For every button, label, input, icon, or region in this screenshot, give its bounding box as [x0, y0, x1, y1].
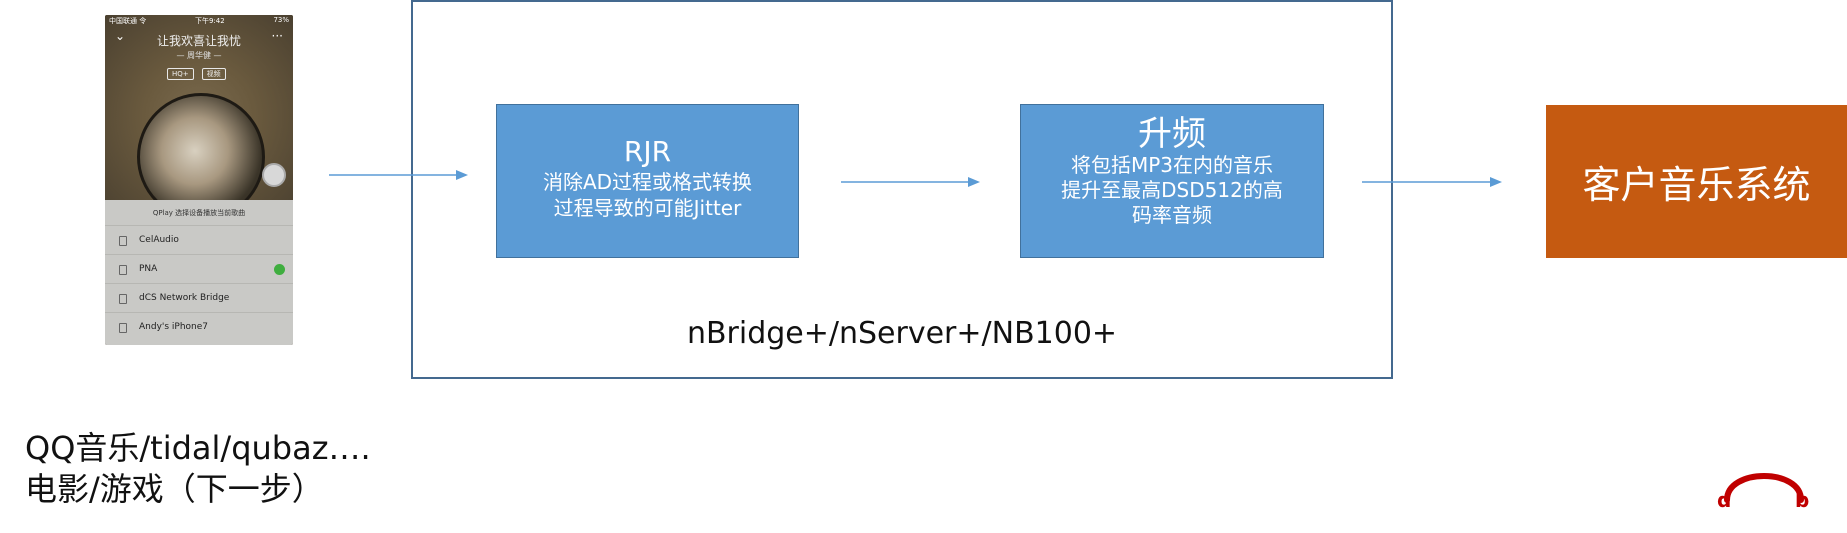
device-sheet-title: QPlay 选择设备播放当前歌曲	[152, 209, 246, 217]
upsample-title: 升频	[1138, 114, 1206, 154]
arrow-right-icon	[841, 177, 980, 187]
status-carrier: 中国联通 令	[109, 17, 147, 25]
video-badge: 视频	[201, 68, 226, 80]
upsample-desc-line2: 提升至最高DSD512的高	[1061, 178, 1283, 202]
phone-status-bar: 中国联通 令 下午9:42 73%	[109, 16, 289, 26]
song-title: 让我欢喜让我忧	[156, 34, 241, 48]
status-time: 下午9:42	[194, 17, 225, 25]
device-label: dCS Network Bridge	[139, 293, 230, 303]
selected-indicator-icon	[274, 264, 285, 275]
source-caption-line1: QQ音乐/tidal/qubaz….	[25, 429, 371, 467]
device-label: PNA	[139, 264, 158, 274]
device-row: dCS Network Bridge	[105, 283, 293, 311]
device-icon	[119, 236, 127, 246]
rjr-title: RJR	[623, 135, 672, 168]
chevron-down-icon: ⌄	[115, 29, 126, 43]
device-frame-label: nBridge+/nServer+/NB100+	[686, 316, 1118, 351]
device-row: Andy's iPhone7	[105, 312, 293, 340]
device-icon	[119, 294, 127, 304]
upsample-box: 升频 将包括MP3在内的音乐 提升至最高DSD512的高 码率音频	[1020, 104, 1324, 258]
quality-badge: HQ+	[167, 68, 194, 80]
device-row: CelAudio	[105, 225, 293, 253]
upsample-desc-line3: 码率音频	[1132, 203, 1212, 227]
source-caption-line2: 电影/游戏（下一步）	[25, 470, 324, 508]
album-disc	[137, 93, 265, 221]
device-label: Andy's iPhone7	[139, 322, 209, 332]
device-label: CelAudio	[139, 235, 179, 245]
customer-system-box: 客户音乐系统	[1546, 105, 1847, 258]
arrow-right-icon	[329, 170, 468, 180]
phone-screenshot: 中国联通 令 下午9:42 73% ⌄ ··· 让我欢喜让我忧 — 周华健 — …	[105, 15, 293, 345]
rjr-desc-line1: 消除AD过程或格式转换	[542, 170, 753, 194]
device-frame: nBridge+/nServer+/NB100+	[411, 0, 1393, 379]
arrow-right-icon	[1362, 177, 1502, 187]
player-knob	[262, 163, 286, 187]
upsample-desc-line1: 将包括MP3在内的音乐	[1070, 153, 1274, 177]
device-row: PNA	[105, 254, 293, 282]
device-icon	[119, 265, 127, 275]
headphones-logo-icon: d b	[1717, 473, 1809, 512]
svg-text:b: b	[1795, 488, 1809, 512]
quality-badges: HQ+ 视频	[167, 68, 226, 80]
phone-device-icon	[119, 323, 127, 333]
more-icon: ···	[271, 29, 283, 43]
rjr-box: RJR 消除AD过程或格式转换 过程导致的可能Jitter	[496, 104, 799, 258]
rjr-desc-line2: 过程导致的可能Jitter	[553, 196, 742, 220]
device-sheet: QPlay 选择设备播放当前歌曲 CelAudio PNA dCS Networ…	[105, 200, 293, 345]
song-artist: — 周华健 —	[176, 51, 222, 60]
svg-text:d: d	[1717, 488, 1731, 512]
status-battery: 73%	[273, 16, 289, 24]
customer-system-label: 客户音乐系统	[1582, 163, 1811, 207]
